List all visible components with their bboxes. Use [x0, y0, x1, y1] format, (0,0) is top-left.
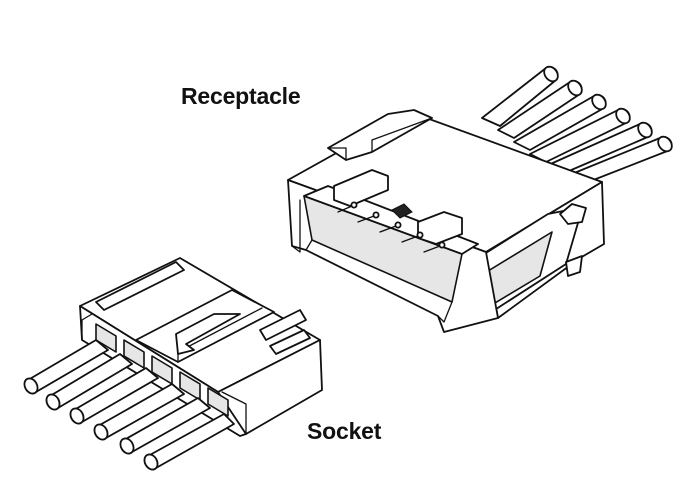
socket-latch-arrow [175, 313, 241, 355]
socket-illustration [23, 257, 323, 471]
socket-wires [23, 339, 235, 471]
receptacle-pins [337, 201, 446, 253]
receptacle-label: Receptacle [181, 83, 301, 109]
receptacle-inner-ledge-right [417, 211, 463, 245]
receptacle-illustration [287, 65, 673, 333]
receptacle-inner-ledge-left [333, 169, 389, 207]
socket-label: Socket [307, 418, 382, 444]
receptacle-wires [481, 65, 673, 187]
